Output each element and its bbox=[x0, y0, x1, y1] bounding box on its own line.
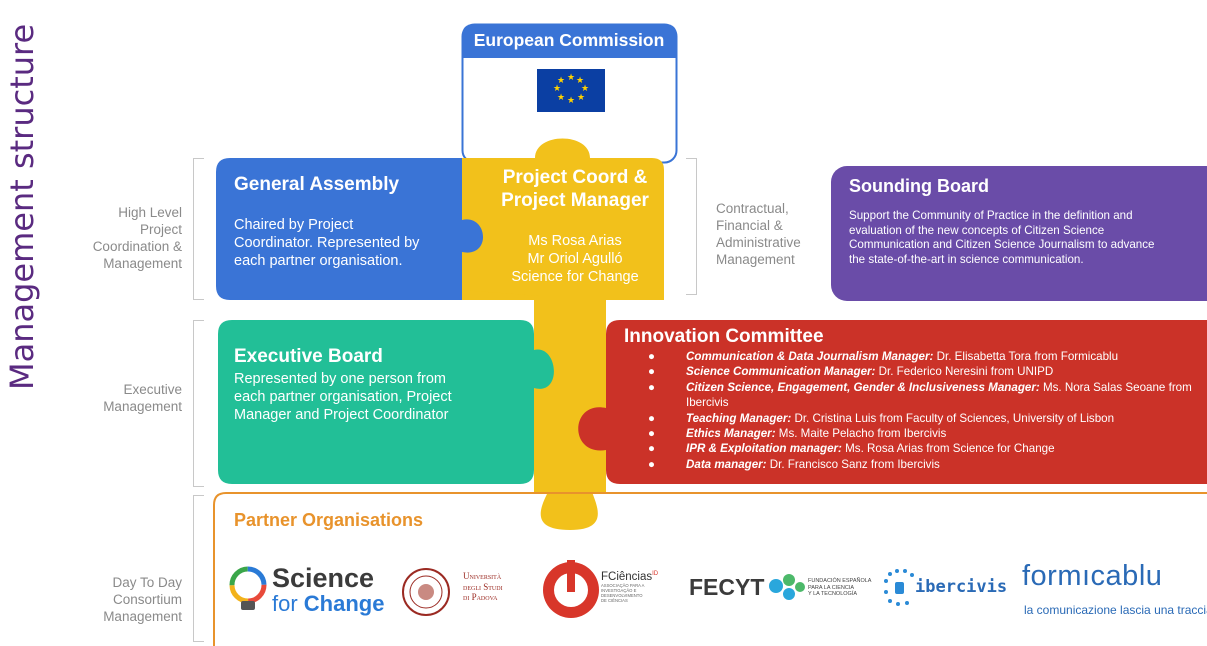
svg-text:★: ★ bbox=[577, 92, 585, 102]
yellow-spine-tab bbox=[540, 492, 598, 530]
ga-title: General Assembly bbox=[234, 174, 400, 195]
yellow-spine bbox=[534, 300, 606, 492]
bracket-day bbox=[193, 495, 204, 642]
svg-text:★: ★ bbox=[557, 92, 565, 102]
pc-title: Project Coord & Project Manager bbox=[501, 167, 649, 211]
ic-item: ●IPR & Exploitation manager: Ms. Rosa Ar… bbox=[648, 442, 1055, 456]
sb-text: Support the Community of Practice in the… bbox=[849, 209, 1155, 266]
ic-title: Innovation Committee bbox=[624, 326, 824, 347]
svg-text:★: ★ bbox=[576, 75, 584, 85]
fecyt-sub: FUNDACIÓN ESPAÑOLA PARA LA CIENCIA Y LA … bbox=[808, 578, 872, 598]
ic-item: ●Ethics Manager: Ms. Maite Pelacho from … bbox=[648, 427, 947, 441]
eb-title: Executive Board bbox=[234, 346, 383, 367]
ic-item: ●Data manager: Dr. Francisco Sanz from I… bbox=[648, 457, 940, 471]
formicablu-name: formıcablu bbox=[1022, 560, 1163, 592]
sounding-board-box bbox=[831, 166, 1207, 301]
ec-title: European Commission bbox=[473, 30, 665, 50]
ic-item: ●Science Communication Manager: Dr. Fede… bbox=[648, 365, 1054, 379]
sfc-line1: Science bbox=[272, 563, 375, 593]
ic-list: ●Communication & Data Journalism Manager… bbox=[626, 349, 1207, 472]
ibercivis-name: ibercivis bbox=[915, 577, 1008, 597]
science-for-change-bulb-icon bbox=[229, 566, 267, 610]
fciencias-logo: FCiênciasID ASSOCIAÇÃO PARA A INVESTIGAÇ… bbox=[601, 571, 658, 603]
svg-text:★: ★ bbox=[557, 75, 565, 85]
ic-item: ●Citizen Science, Engagement, Gender & I… bbox=[648, 380, 1192, 410]
pc-text: Ms Rosa Arias Mr Oriol Agulló Science fo… bbox=[511, 233, 639, 285]
eb-text: Represented by one person from each part… bbox=[234, 371, 452, 423]
partners-title: Partner Organisations bbox=[234, 510, 424, 530]
level-label-executive: Executive Management bbox=[103, 382, 182, 414]
innovation-committee-piece bbox=[578, 320, 1207, 484]
fecyt-name: FECYT bbox=[689, 574, 765, 600]
svg-text:★: ★ bbox=[567, 95, 575, 105]
ga-text: Chaired by Project Coordinator. Represen… bbox=[234, 217, 420, 269]
fciencias-logo-icon bbox=[543, 560, 599, 618]
svg-text:★: ★ bbox=[553, 83, 561, 93]
sfc-line2a: for bbox=[272, 591, 304, 616]
sb-title: Sounding Board bbox=[849, 176, 989, 196]
fciencias-sup: ID bbox=[652, 571, 659, 578]
ic-item: ●Teaching Manager: Dr. Cristina Luis fro… bbox=[648, 411, 1115, 425]
ibercivis-mark-icon bbox=[884, 569, 914, 606]
sfc-logo: Science for Change bbox=[272, 563, 385, 617]
level-label-high: High Level Project Coordination & Manage… bbox=[92, 205, 182, 271]
unipd-line1: Università bbox=[463, 571, 502, 581]
bracket-contractual bbox=[686, 158, 697, 295]
unipd-line2: degli Studi bbox=[463, 581, 503, 592]
svg-text:★: ★ bbox=[567, 72, 575, 82]
svg-text:★: ★ bbox=[581, 83, 589, 93]
project-coord-piece bbox=[462, 138, 664, 300]
fciencias-name: FCiências bbox=[601, 571, 653, 583]
sfc-line2b: Change bbox=[303, 591, 385, 616]
unipd-seal-icon bbox=[402, 568, 450, 616]
level-label-contractual: Contractual, Financial & Administrative … bbox=[716, 201, 801, 267]
formicablu-tag: la comunicazione lascia una traccia bbox=[1024, 603, 1207, 617]
unipd-line3: di Padova bbox=[463, 592, 498, 602]
ec-header bbox=[462, 24, 677, 58]
ic-item: ●Communication & Data Journalism Manager… bbox=[648, 350, 1119, 363]
fciencias-sub: ASSOCIAÇÃO PARA A INVESTIGAÇÃO E DESENVO… bbox=[601, 583, 645, 603]
fecyt-dots-icon bbox=[769, 574, 805, 600]
executive-board-piece bbox=[218, 320, 554, 484]
bracket-executive bbox=[193, 320, 204, 487]
partner-organisations-box bbox=[213, 492, 1207, 646]
bracket-high bbox=[193, 158, 204, 300]
level-label-day: Day To Day Consortium Management bbox=[103, 575, 182, 624]
eu-flag-icon bbox=[537, 69, 605, 112]
unipd-logo: Università degli Studi di Padova bbox=[463, 571, 503, 603]
general-assembly-piece bbox=[216, 158, 484, 300]
